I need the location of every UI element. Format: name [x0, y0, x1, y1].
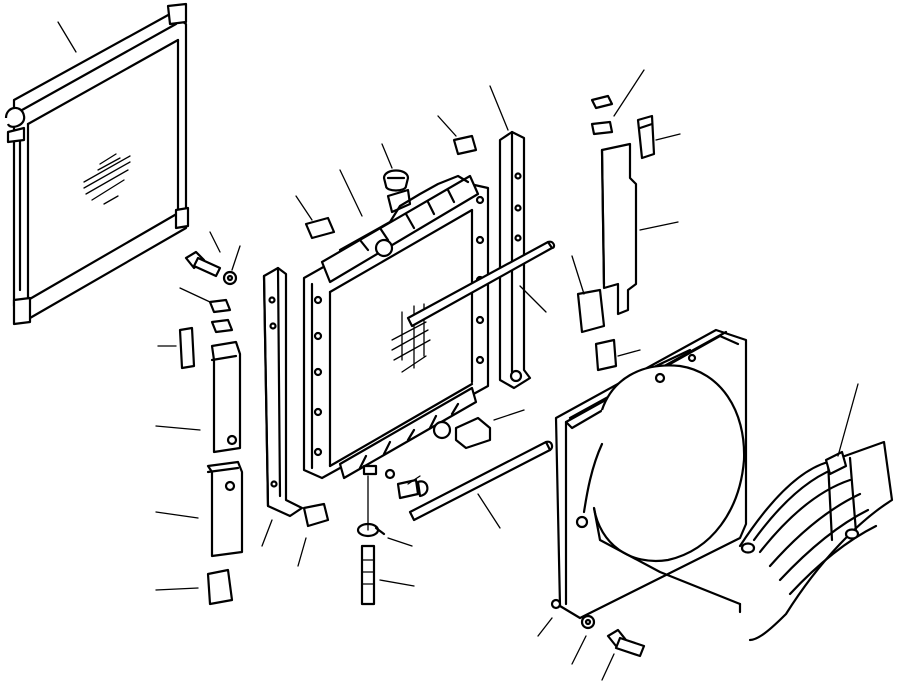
- fan-shroud: [550, 328, 748, 620]
- drain-valve: [384, 468, 429, 500]
- radiator: [302, 174, 490, 480]
- radiator-cap: [382, 169, 410, 192]
- fan-guard: [738, 440, 894, 642]
- mounting-bolt: [184, 250, 222, 278]
- leader-lines: [57, 21, 859, 681]
- mounting-bolt: [606, 628, 646, 658]
- drain-hose: [360, 464, 378, 606]
- hose-clamp: [356, 522, 386, 538]
- washer: [222, 270, 238, 286]
- cushion-block: [576, 114, 656, 372]
- seal-strip: [590, 94, 614, 136]
- tie-rod-lower: [408, 440, 554, 522]
- right-support-bracket: [498, 130, 532, 390]
- cushion-block: [302, 134, 492, 528]
- seal-strip: [208, 298, 234, 334]
- cushion-block: [178, 326, 244, 606]
- tie-rod-upper: [406, 240, 556, 328]
- left-support-bracket: [262, 266, 304, 518]
- condenser: [4, 2, 190, 326]
- washer: [580, 614, 596, 630]
